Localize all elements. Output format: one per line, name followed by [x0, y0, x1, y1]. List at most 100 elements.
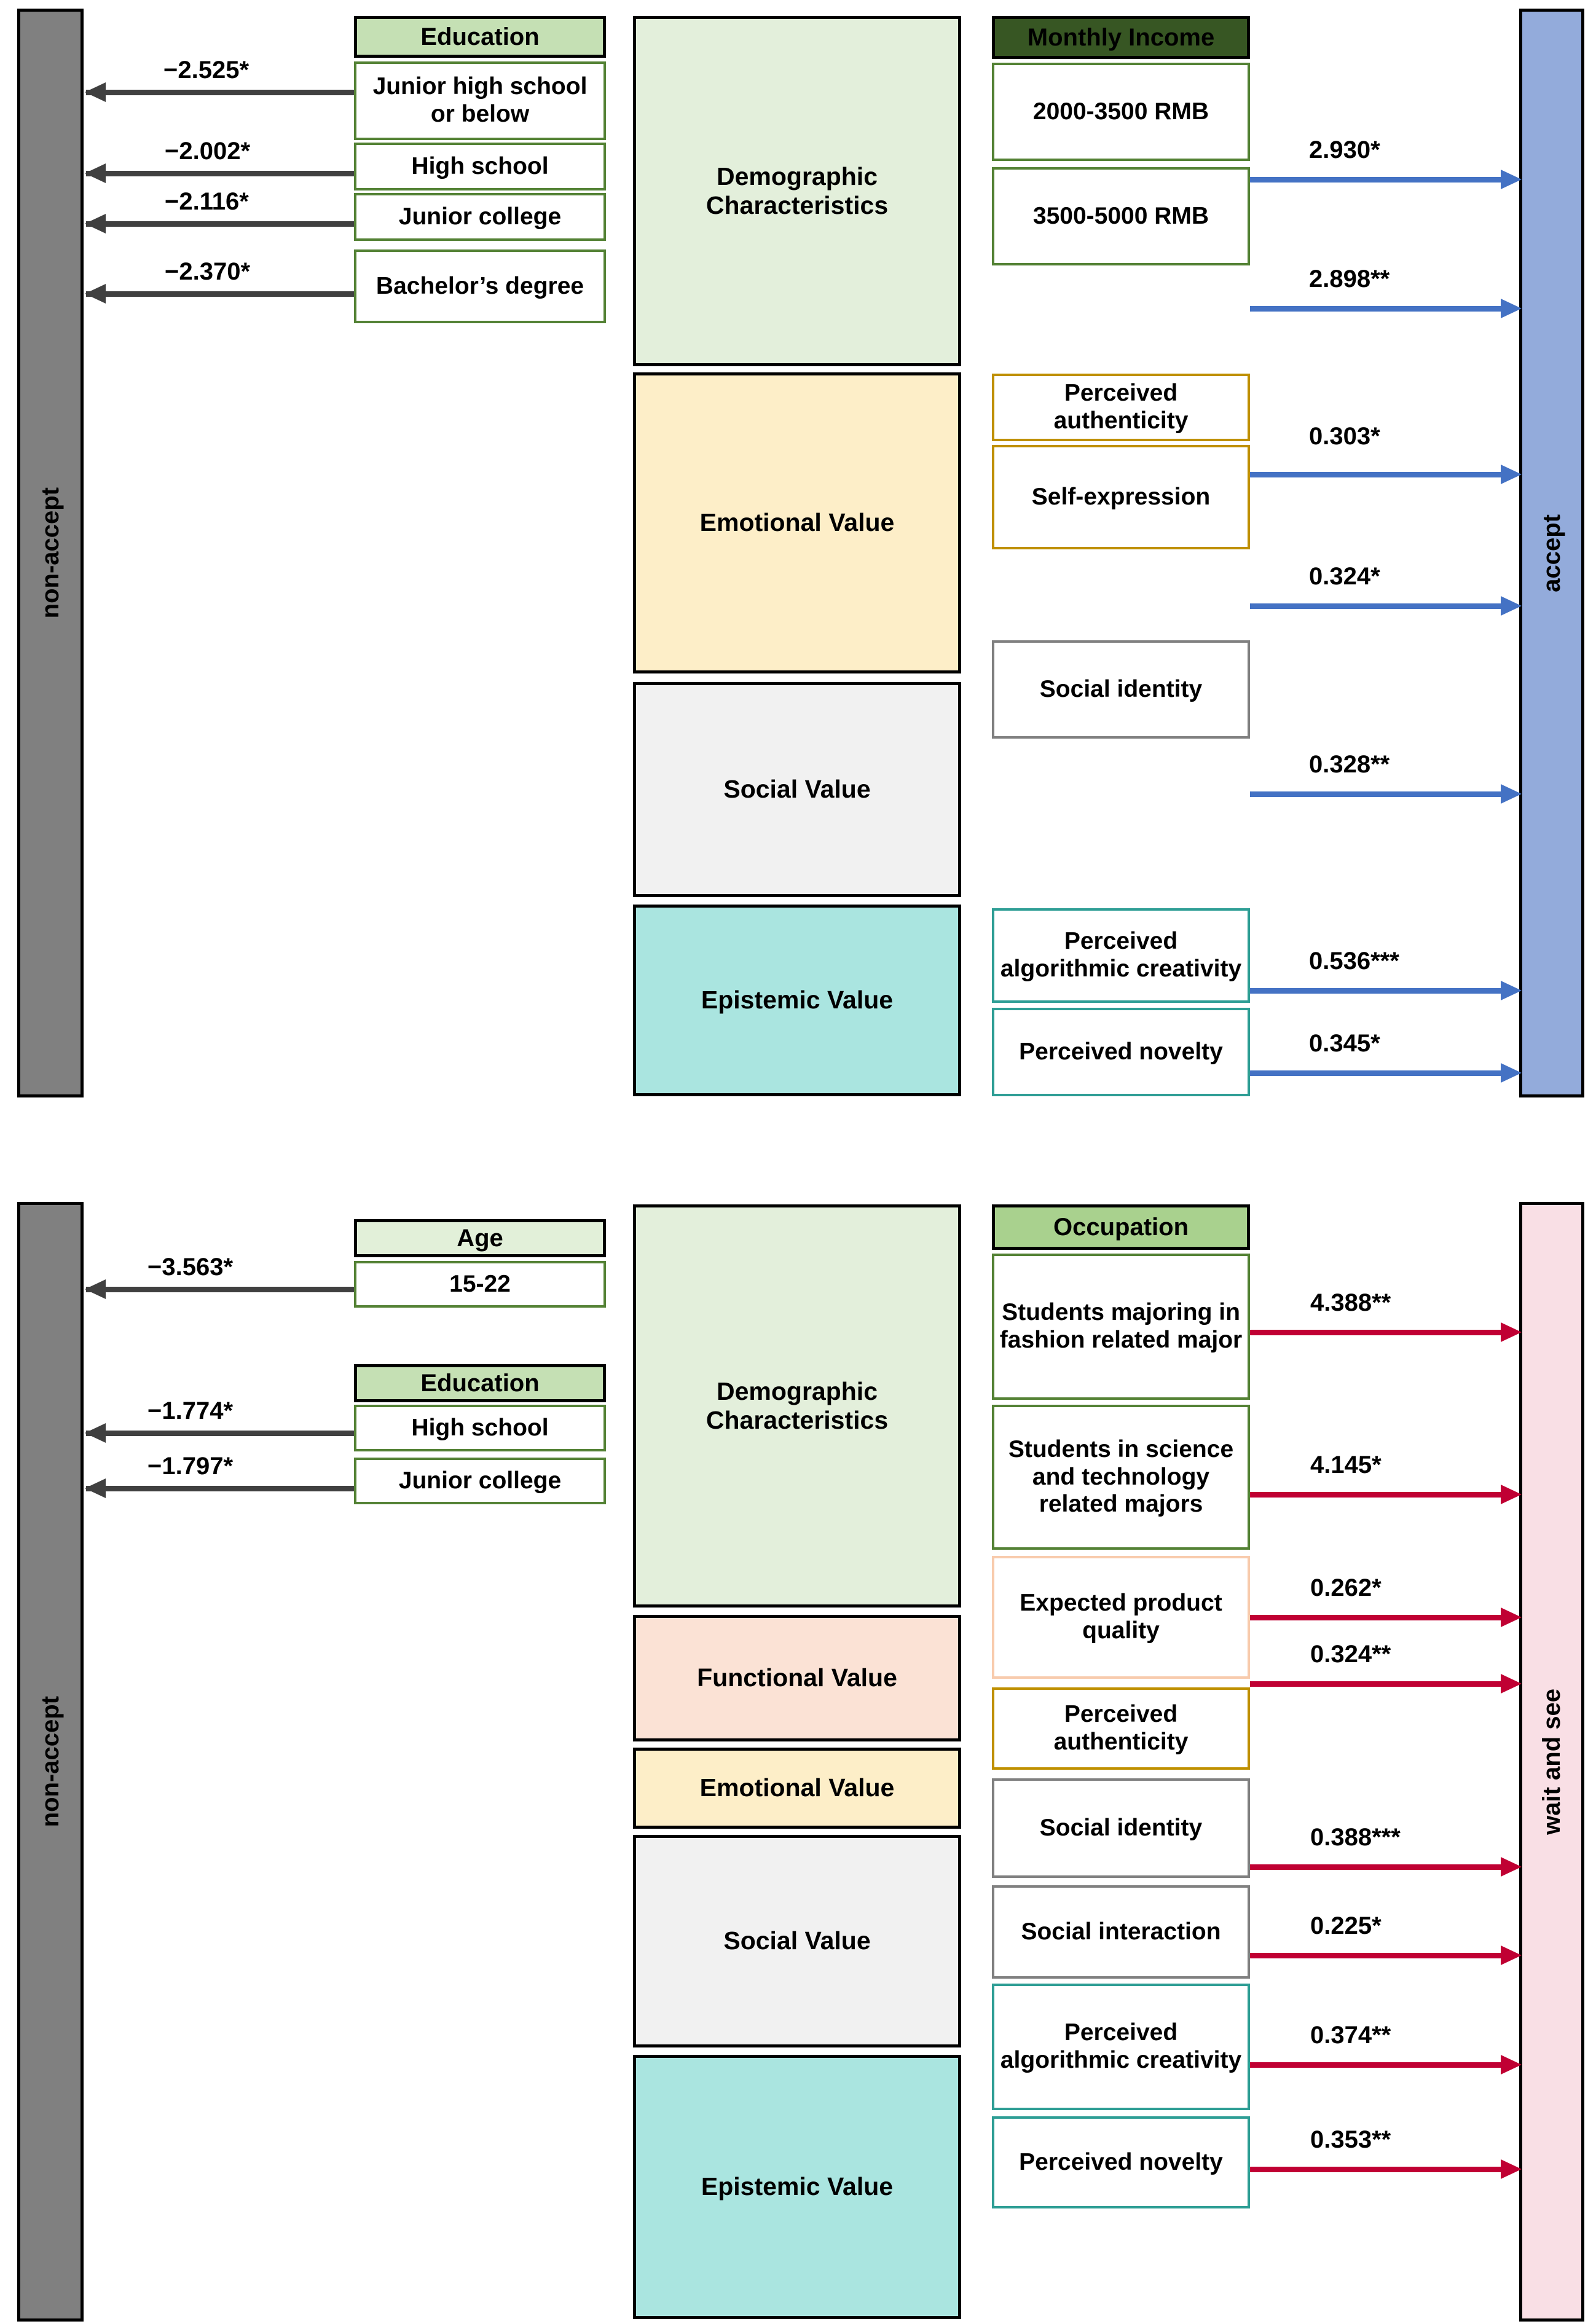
- coef-junior-college-top: −2.116*: [165, 188, 249, 215]
- header-education-bottom-label: Education: [420, 1370, 540, 1397]
- outcome-bar-non-accept-bottom: non-accept: [17, 1202, 84, 2322]
- category-demographic-top-label: Demographic Characteristics: [706, 162, 889, 219]
- category-demographic-bottom: Demographic Characteristics: [633, 1204, 961, 1608]
- panel-wait-and-see: non-accept wait and see Age 15-22 −3.563…: [0, 1202, 1596, 2324]
- header-occupation: Occupation: [992, 1204, 1250, 1250]
- item-perceived-algorithmic-creativity-top[interactable]: Perceived algorithmic creativity: [992, 908, 1250, 1003]
- coef-perceived-authenticity-top: 0.303*: [1309, 423, 1380, 450]
- category-emotional-top: Emotional Value: [633, 372, 961, 673]
- header-age: Age: [354, 1219, 606, 1257]
- item-junior-college-bottom-label: Junior college: [398, 1467, 562, 1494]
- outcome-bar-non-accept-top: non-accept: [17, 9, 84, 1097]
- item-bachelors-degree-label: Bachelor’s degree: [375, 272, 584, 299]
- category-demographic-bottom-label: Demographic Characteristics: [706, 1376, 889, 1434]
- item-bachelors-degree[interactable]: Bachelor’s degree: [354, 249, 606, 323]
- coef-self-expression: 0.324*: [1309, 563, 1380, 590]
- item-perceived-novelty-top-label: Perceived novelty: [1019, 1038, 1223, 1065]
- item-high-school-top-label: High school: [411, 152, 549, 179]
- panel-accept: non-accept accept Education Junior high …: [0, 0, 1596, 1106]
- category-social-top-label: Social Value: [723, 775, 871, 804]
- item-students-fashion-major[interactable]: Students majoring in fashion related maj…: [992, 1254, 1250, 1400]
- item-perceived-authenticity-bottom-label: Perceived authenticity: [1053, 1701, 1189, 1755]
- category-epistemic-top-label: Epistemic Value: [701, 986, 894, 1015]
- item-perceived-novelty-bottom-label: Perceived novelty: [1019, 2148, 1223, 2175]
- header-age-label: Age: [457, 1225, 503, 1252]
- item-perceived-authenticity-bottom[interactable]: Perceived authenticity: [992, 1687, 1250, 1770]
- coef-junior-high-or-below: −2.525*: [163, 57, 250, 84]
- header-education-bottom: Education: [354, 1364, 606, 1402]
- category-epistemic-bottom: Epistemic Value: [633, 2055, 961, 2319]
- item-students-fashion-major-label: Students majoring in fashion related maj…: [999, 1299, 1243, 1353]
- outcome-bar-wait-and-see: wait and see: [1519, 1202, 1584, 2322]
- outcome-bar-accept-label: accept: [1538, 514, 1565, 592]
- coef-social-interaction: 0.225*: [1310, 1912, 1382, 1939]
- item-perceived-algorithmic-creativity-bottom[interactable]: Perceived algorithmic creativity: [992, 1984, 1250, 2110]
- item-junior-high-or-below[interactable]: Junior high school or below: [354, 61, 606, 140]
- item-perceived-algorithmic-creativity-bottom-label: Perceived algorithmic creativity: [1000, 2019, 1242, 2073]
- coef-students-science-tech-majors: 4.145*: [1310, 1451, 1382, 1478]
- item-perceived-novelty-bottom[interactable]: Perceived novelty: [992, 2116, 1250, 2208]
- item-social-identity-top-label: Social identity: [1039, 675, 1203, 702]
- item-junior-high-or-below-label: Junior high school or below: [372, 73, 588, 127]
- category-emotional-top-label: Emotional Value: [699, 508, 895, 537]
- outcome-bar-wait-and-see-label: wait and see: [1538, 1689, 1565, 1835]
- category-functional-bottom-label: Functional Value: [697, 1663, 897, 1692]
- item-social-identity-bottom[interactable]: Social identity: [992, 1778, 1250, 1878]
- item-expected-product-quality[interactable]: Expected product quality: [992, 1556, 1250, 1679]
- item-income-3500-5000-label: 3500-5000 RMB: [1032, 202, 1209, 229]
- outcome-bar-accept: accept: [1519, 9, 1584, 1097]
- item-income-2000-3500[interactable]: 2000-3500 RMB: [992, 63, 1250, 161]
- category-emotional-bottom: Emotional Value: [633, 1748, 961, 1829]
- coef-perceived-algorithmic-creativity-bottom: 0.374**: [1310, 2022, 1391, 2049]
- category-epistemic-bottom-label: Epistemic Value: [701, 2172, 894, 2201]
- coef-bachelors-degree: −2.370*: [165, 258, 251, 285]
- outcome-bar-non-accept-bottom-label: non-accept: [36, 1696, 64, 1827]
- coef-perceived-novelty-top: 0.345*: [1309, 1030, 1380, 1057]
- outcome-bar-non-accept-top-label: non-accept: [36, 487, 64, 619]
- item-high-school-top[interactable]: High school: [354, 143, 606, 190]
- coef-perceived-authenticity-bottom: 0.324**: [1310, 1641, 1391, 1668]
- category-emotional-bottom-label: Emotional Value: [699, 1773, 895, 1802]
- item-high-school-bottom-label: High school: [411, 1414, 549, 1441]
- category-functional-bottom: Functional Value: [633, 1615, 961, 1741]
- item-expected-product-quality-label: Expected product quality: [1020, 1590, 1222, 1644]
- coef-age-15-22: −3.563*: [147, 1254, 234, 1281]
- category-demographic-top: Demographic Characteristics: [633, 16, 961, 366]
- coef-social-identity-top: 0.328**: [1309, 751, 1390, 778]
- coef-junior-college-bottom: −1.797*: [147, 1453, 234, 1480]
- header-occupation-label: Occupation: [1053, 1214, 1189, 1241]
- category-social-bottom-label: Social Value: [723, 1926, 871, 1955]
- header-education-top: Education: [354, 16, 606, 58]
- item-students-science-tech-majors[interactable]: Students in science and technology relat…: [992, 1405, 1250, 1550]
- coef-high-school-bottom: −1.774*: [147, 1397, 234, 1424]
- item-junior-college-top[interactable]: Junior college: [354, 193, 606, 241]
- coef-students-fashion-major: 4.388**: [1310, 1289, 1391, 1316]
- item-income-3500-5000[interactable]: 3500-5000 RMB: [992, 167, 1250, 265]
- coef-perceived-novelty-bottom: 0.353**: [1310, 2126, 1391, 2153]
- item-high-school-bottom[interactable]: High school: [354, 1405, 606, 1451]
- item-perceived-authenticity-top[interactable]: Perceived authenticity: [992, 374, 1250, 441]
- item-age-15-22[interactable]: 15-22: [354, 1261, 606, 1308]
- coef-expected-product-quality: 0.262*: [1310, 1574, 1382, 1601]
- item-junior-college-top-label: Junior college: [398, 203, 562, 230]
- item-social-interaction[interactable]: Social interaction: [992, 1885, 1250, 1979]
- item-income-2000-3500-label: 2000-3500 RMB: [1032, 98, 1209, 125]
- coef-social-identity-bottom: 0.388***: [1310, 1824, 1401, 1851]
- item-social-identity-bottom-label: Social identity: [1039, 1814, 1203, 1841]
- header-monthly-income-label: Monthly Income: [1027, 24, 1215, 51]
- category-epistemic-top: Epistemic Value: [633, 905, 961, 1096]
- item-social-interaction-label: Social interaction: [1021, 1918, 1221, 1945]
- item-perceived-authenticity-top-label: Perceived authenticity: [1053, 380, 1189, 434]
- item-self-expression[interactable]: Self-expression: [992, 445, 1250, 549]
- item-perceived-algorithmic-creativity-top-label: Perceived algorithmic creativity: [1000, 928, 1242, 982]
- item-self-expression-label: Self-expression: [1031, 483, 1211, 510]
- coef-high-school-top: −2.002*: [165, 138, 251, 165]
- header-education-top-label: Education: [420, 23, 540, 50]
- item-social-identity-top[interactable]: Social identity: [992, 640, 1250, 739]
- coef-perceived-algorithmic-creativity-top: 0.536***: [1309, 948, 1399, 975]
- item-perceived-novelty-top[interactable]: Perceived novelty: [992, 1008, 1250, 1096]
- header-monthly-income: Monthly Income: [992, 16, 1250, 59]
- category-social-bottom: Social Value: [633, 1835, 961, 2047]
- item-junior-college-bottom[interactable]: Junior college: [354, 1458, 606, 1504]
